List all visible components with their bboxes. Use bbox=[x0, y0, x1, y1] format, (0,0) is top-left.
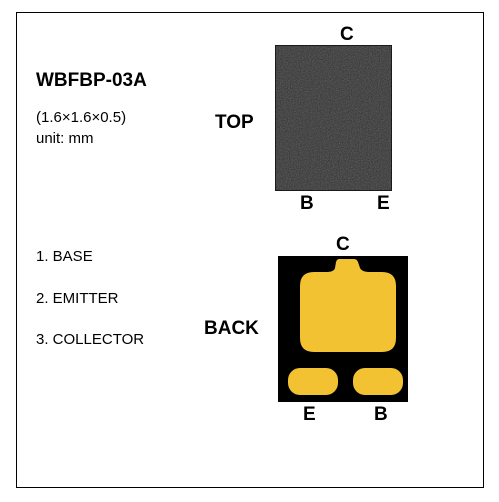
top-view-chip bbox=[275, 45, 392, 191]
diagram-frame bbox=[16, 12, 484, 488]
pin-list-item-collector: 3. COLLECTOR bbox=[36, 331, 145, 348]
back-view-chip bbox=[278, 256, 408, 402]
top-chip-body bbox=[275, 45, 392, 191]
pin-list-item-emitter: 2. EMITTER bbox=[36, 290, 119, 307]
back-pin-collector-label: C bbox=[336, 234, 350, 255]
back-pin-emitter-label: E bbox=[303, 404, 316, 425]
emitter-pad bbox=[288, 368, 338, 395]
base-pad bbox=[353, 368, 403, 395]
top-pin-collector-label: C bbox=[340, 24, 354, 45]
package-dimensions: (1.6×1.6×0.5) bbox=[36, 109, 127, 126]
pin-list-item-base: 1. BASE bbox=[36, 248, 93, 265]
top-view-label: TOP bbox=[215, 112, 254, 133]
top-pin-emitter-label: E bbox=[377, 193, 390, 214]
collector-pad bbox=[300, 259, 396, 352]
part-number: WBFBP-03A bbox=[36, 70, 147, 91]
dimension-unit: unit: mm bbox=[36, 130, 94, 147]
back-pin-base-label: B bbox=[374, 404, 388, 425]
top-pin-base-label: B bbox=[300, 193, 314, 214]
back-view-label: BACK bbox=[204, 318, 259, 339]
